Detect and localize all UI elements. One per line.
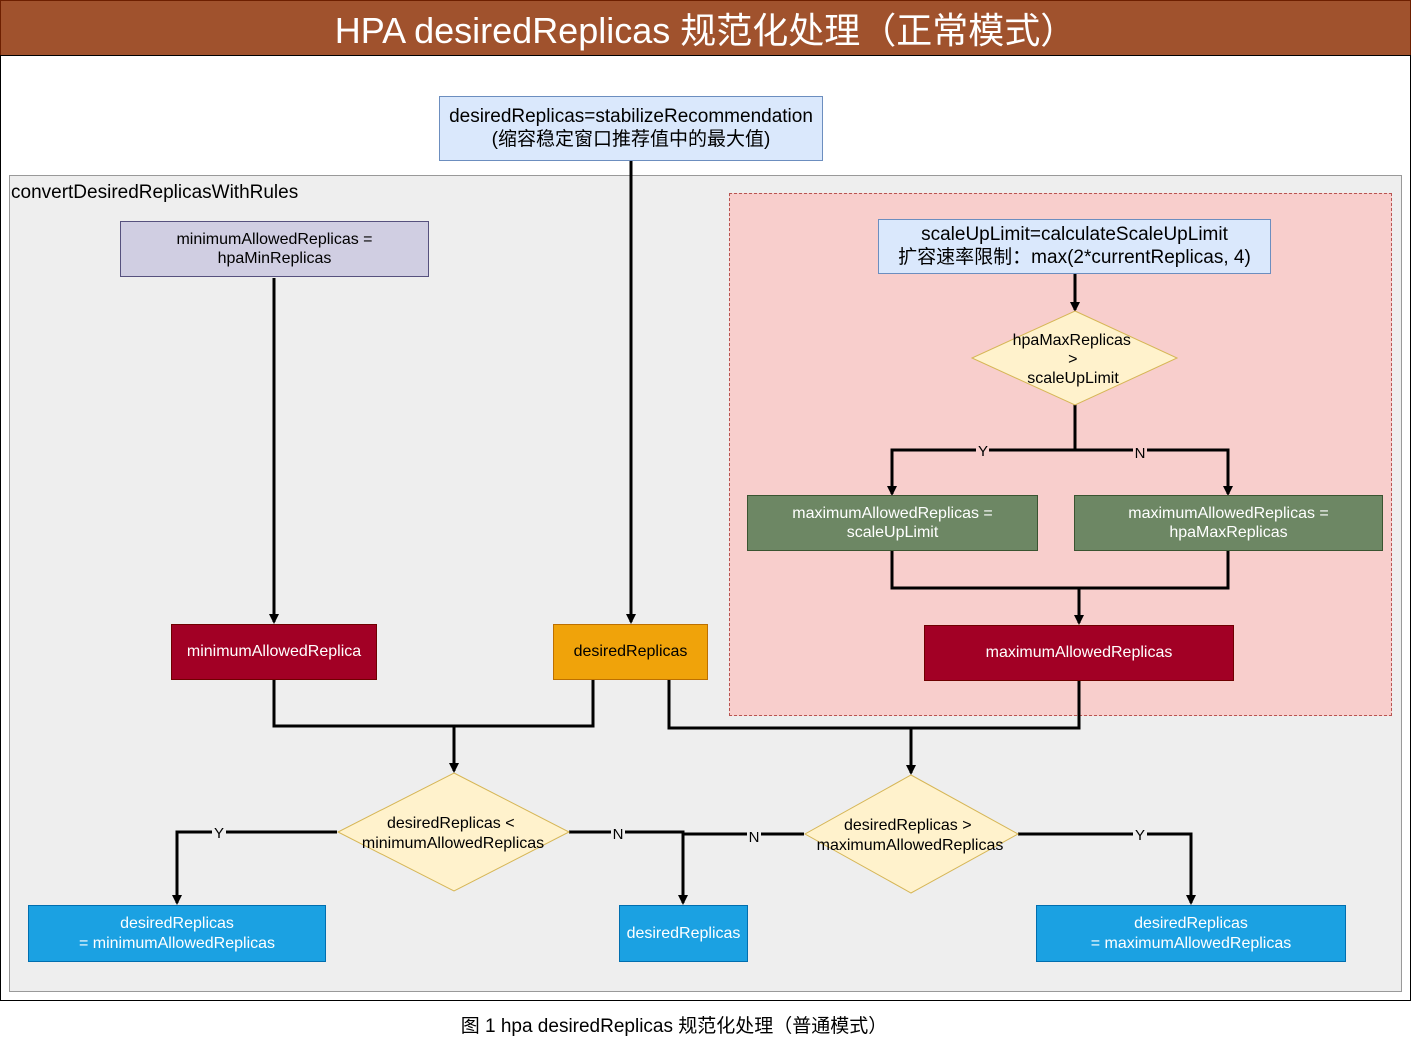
decision-greater-than-max <box>803 774 1020 894</box>
svg-text:hpaMaxReplicas > scale: hpaMaxReplicas > scaleUpLimit <box>1013 332 1136 387</box>
edge-desired-to-gt <box>667 680 916 775</box>
output-min-node: desiredReplicas = minimumAllowedReplicas <box>28 905 326 962</box>
edge-max-hpa-to-max <box>1079 551 1230 590</box>
output-desired-node: desiredReplicas <box>619 905 748 962</box>
scale-up-limit-node: scaleUpLimit=calculateScaleUpLimit 扩容速率限… <box>878 219 1271 274</box>
label-yes-lt: Y <box>214 825 224 842</box>
decision-hpa-vs-limit <box>970 310 1179 406</box>
diagram-title: HPA desiredReplicas 规范化处理（正常模式） <box>0 0 1411 56</box>
edge-gt-yes <box>1018 832 1196 905</box>
desired-replicas-node: desiredReplicas <box>553 624 708 680</box>
label-yes-hpa: Y <box>978 443 988 460</box>
max-equals-hpa-max-node: maximumAllowedReplicas = hpaMaxReplicas <box>1074 495 1383 551</box>
label-no-lt: N <box>613 826 624 843</box>
label-no-gt: N <box>749 829 760 846</box>
min-allowed-definition-node: minimumAllowedReplicas = hpaMinReplicas <box>120 221 429 277</box>
edge-min-to-lt <box>272 680 459 773</box>
edge-decision-no <box>1075 448 1233 496</box>
container-label: convertDesiredReplicasWithRules <box>11 182 299 203</box>
edge-desired-to-lt <box>454 680 595 728</box>
label-no-hpa: N <box>1135 445 1146 462</box>
edge-lt-yes <box>172 830 337 905</box>
edge-lt-no <box>569 830 688 905</box>
label-yes-gt: Y <box>1135 827 1145 844</box>
edge-max-scale-to-max <box>890 551 1084 625</box>
start-node: desiredReplicas=stabilizeRecommendation … <box>439 96 823 161</box>
max-equals-scale-up-limit-node: maximumAllowedReplicas = scaleUpLimit <box>747 495 1038 551</box>
svg-text:desiredReplicas < minimumA: desiredReplicas < minimumAllowedReplicas <box>362 815 544 852</box>
minimum-allowed-replica-node: minimumAllowedReplica <box>171 624 377 680</box>
output-max-node: desiredReplicas = maximumAllowedReplicas <box>1036 905 1346 962</box>
edge-max-to-gt <box>911 681 1081 730</box>
maximum-allowed-replicas-node: maximumAllowedReplicas <box>924 625 1234 681</box>
svg-text:desiredReplicas > maximumA: desiredReplicas > maximumAllowedReplicas <box>817 817 1004 854</box>
decision-less-than-min <box>336 772 571 892</box>
figure-caption: 图 1 hpa desiredReplicas 规范化处理（普通模式） <box>460 1016 888 1037</box>
